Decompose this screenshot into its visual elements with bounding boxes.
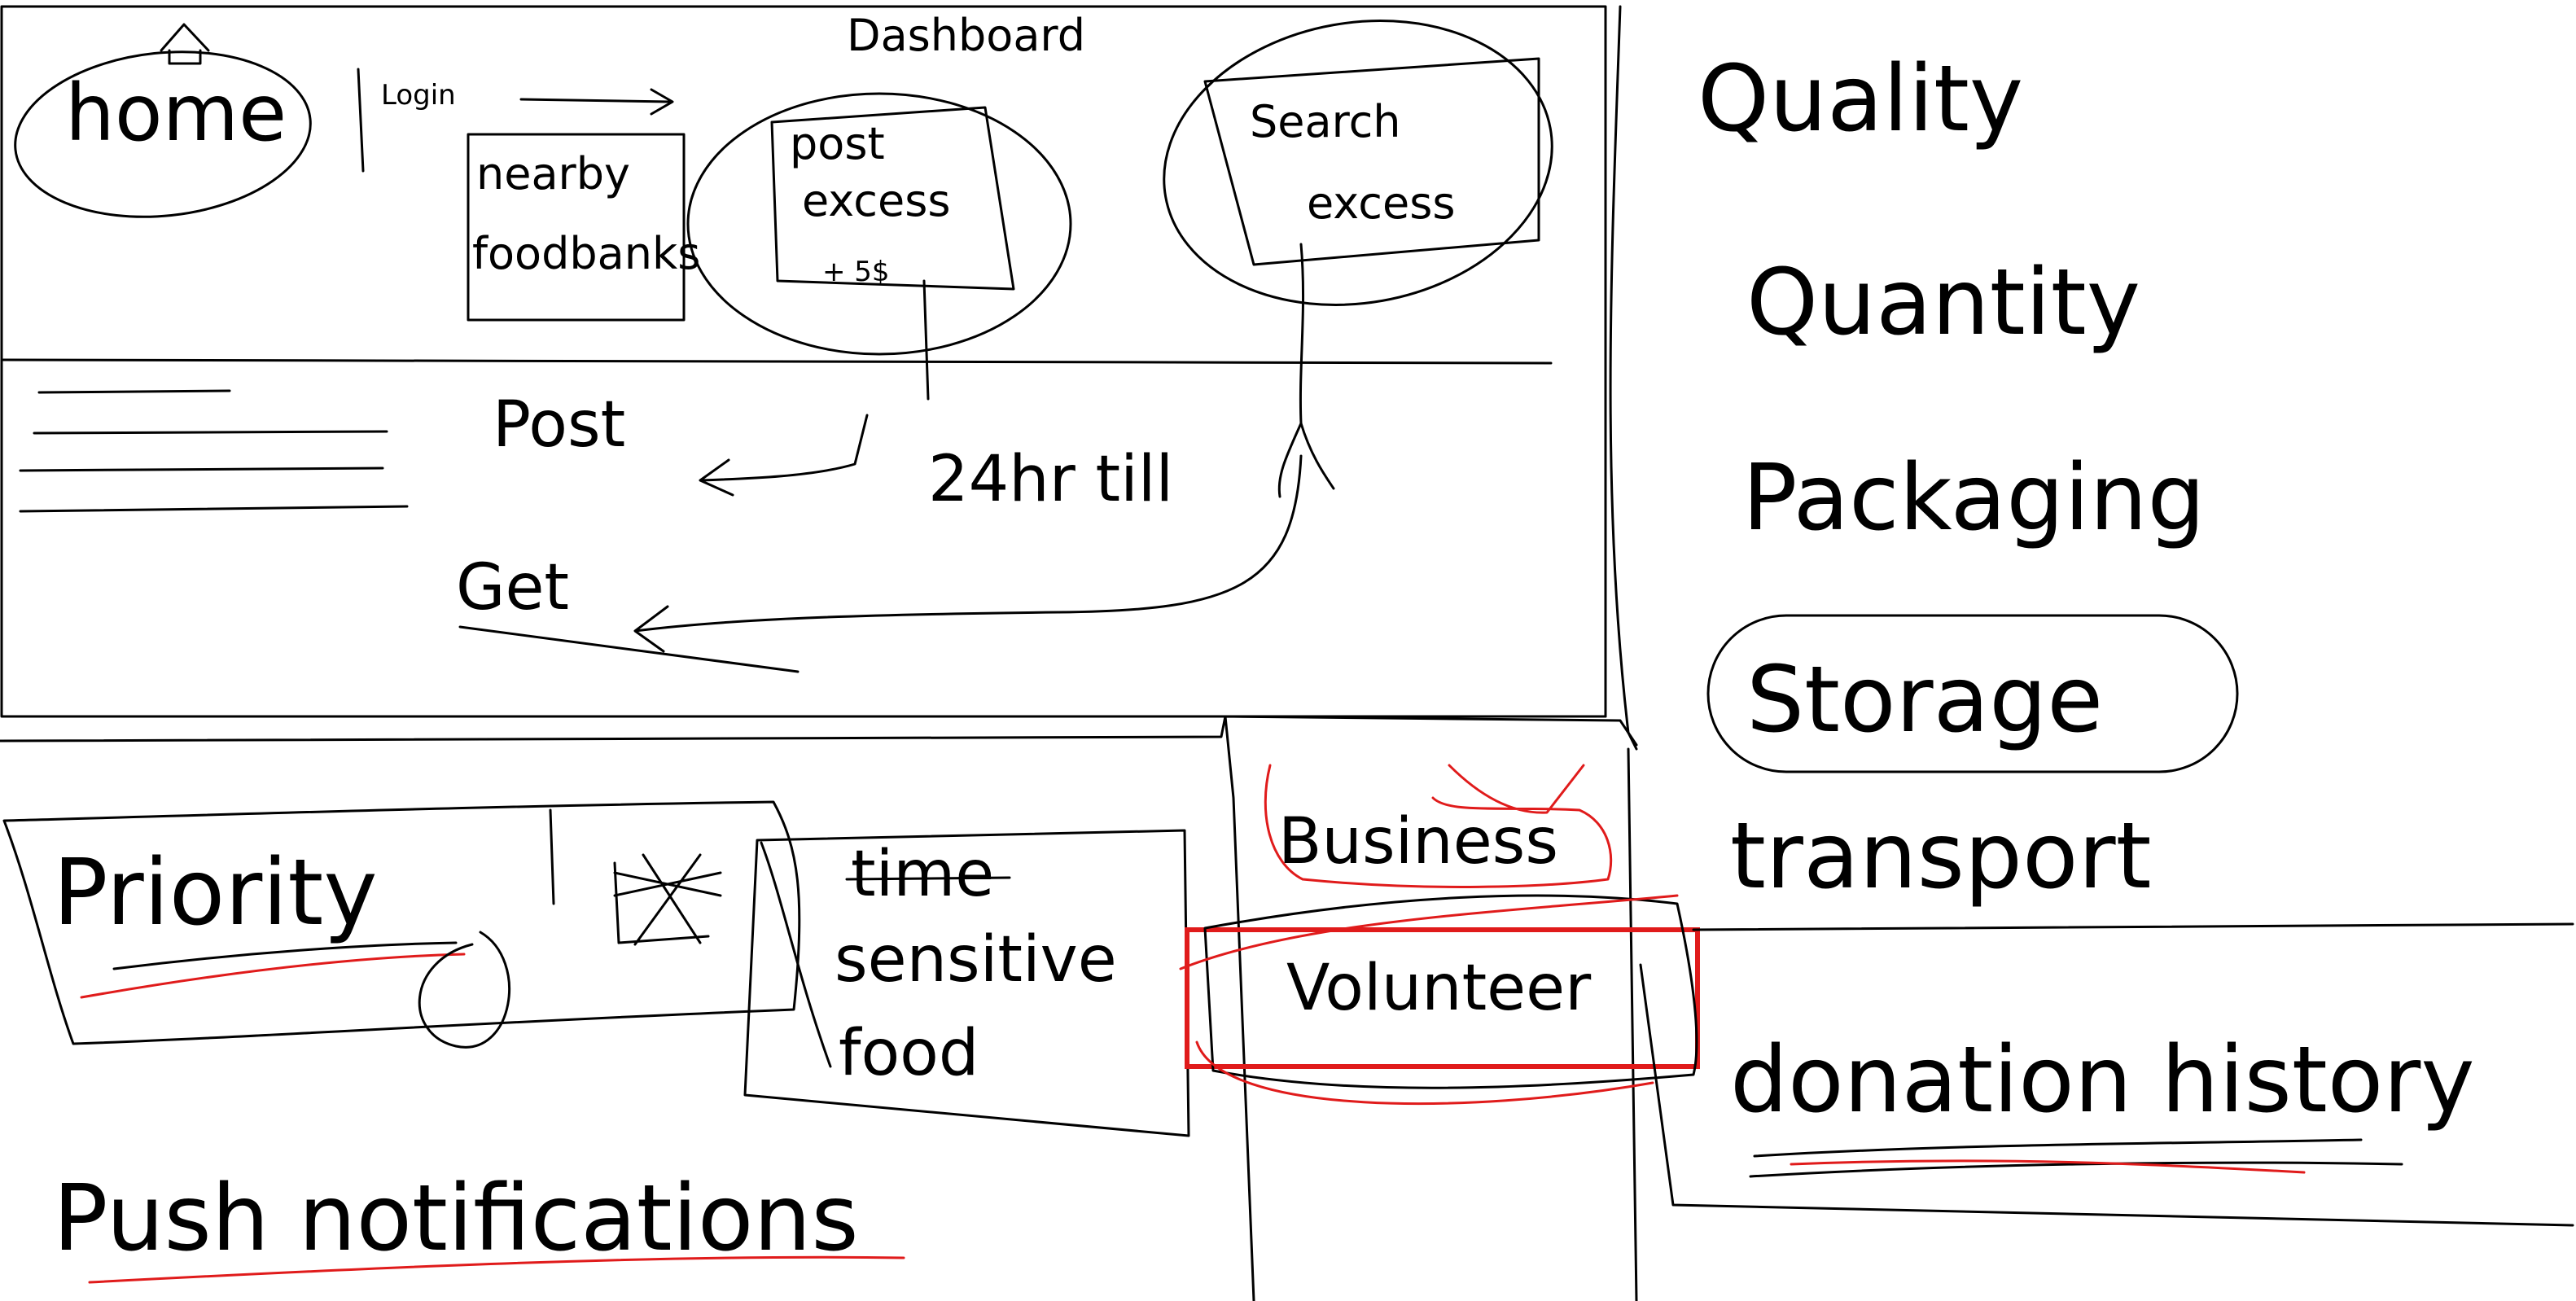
time-sensitive-line1: time — [851, 838, 994, 911]
list-line — [19, 467, 384, 472]
home-circle — [14, 50, 312, 218]
priority-separator — [549, 808, 555, 905]
search-excess-box — [1203, 57, 1540, 266]
get-label: Get — [456, 551, 569, 624]
search-connector-line — [1299, 243, 1305, 425]
time-sensitive-food-feature[interactable]: time sensitive food — [743, 829, 1190, 1137]
dashboard-title: Dashboard — [847, 10, 1085, 61]
volunteer-selection-box — [1185, 927, 1700, 1069]
post-connector-line — [922, 279, 930, 401]
criteria-item-storage: Storage — [1746, 647, 2103, 753]
star-icon — [613, 853, 722, 946]
search-excess-line2: excess — [1307, 177, 1455, 229]
storage-circle — [1706, 614, 2239, 773]
search-excess-button[interactable]: Search excess — [1141, 0, 1575, 335]
nearby-foodbanks-line2: foodbanks — [472, 228, 700, 279]
time-limit-label: 24hr till — [928, 443, 1173, 516]
search-excess-circle — [1163, 20, 1553, 306]
time-sensitive-line3: food — [839, 1017, 979, 1090]
search-arrowhead-icon — [1277, 422, 1335, 498]
priority-underline-red — [80, 953, 466, 999]
post-arrow-icon — [699, 414, 869, 497]
priority-feature[interactable]: Priority — [2, 800, 801, 1049]
dashboard-panel: Dashboard — [0, 5, 1638, 751]
business-circle — [1264, 764, 1613, 888]
login-nav[interactable]: Login — [357, 68, 456, 173]
priority-box — [2, 800, 801, 1045]
business-option[interactable]: Business — [1264, 764, 1613, 888]
nearby-foodbanks-button[interactable]: nearby foodbanks — [467, 133, 700, 322]
time-sensitive-strike — [845, 876, 1011, 881]
post-excess-line1: post — [790, 118, 885, 169]
storage-option[interactable]: Storage — [1706, 614, 2239, 773]
dashboard-right-edge — [1604, 5, 1638, 751]
list-line — [37, 389, 231, 394]
roles-column-right-edge — [1627, 747, 1638, 1301]
post-excess-box — [770, 106, 1015, 291]
priority-loop — [418, 931, 511, 1049]
business-label: Business — [1278, 805, 1558, 878]
priority-label: Priority — [53, 840, 378, 946]
login-label: Login — [381, 79, 456, 112]
volunteer-outline — [1203, 894, 1698, 1089]
post-excess-line3: + 5$ — [822, 256, 890, 288]
push-notifications-feature[interactable]: Push notifications — [53, 1166, 905, 1284]
search-excess-line1: Search — [1250, 96, 1401, 147]
lower-divider — [0, 715, 1638, 747]
donation-history-box — [1639, 922, 2574, 1227]
donation-history-underline-red — [1790, 1159, 2306, 1174]
criteria-panel: Quality Quantity Packaging Storage trans… — [1698, 46, 2239, 909]
time-sensitive-slash — [760, 841, 832, 1068]
post-excess-line2: excess — [802, 175, 950, 226]
priority-underline — [112, 941, 458, 970]
list-line — [33, 430, 388, 435]
roles-column-left-edge — [1224, 715, 1255, 1301]
volunteer-scribble — [1179, 894, 1679, 1106]
post-label: Post — [493, 388, 625, 462]
nearby-foodbanks-line1: nearby — [476, 148, 630, 199]
post-excess-circle — [686, 92, 1072, 356]
list-line — [19, 505, 409, 513]
list-placeholder — [19, 389, 409, 513]
donation-history-label: donation history — [1730, 1027, 2475, 1133]
home-icon — [160, 23, 210, 65]
criteria-item-quality: Quality — [1698, 46, 2023, 152]
criteria-item-quantity: Quantity — [1746, 250, 2140, 356]
get-arrow-icon — [633, 454, 1303, 653]
get-underline — [458, 625, 800, 673]
volunteer-label: Volunteer — [1286, 952, 1592, 1025]
arrow-right-icon — [519, 88, 674, 116]
push-notifications-label: Push notifications — [53, 1166, 859, 1272]
dashboard-divider — [2, 358, 1553, 365]
donation-history-underline — [1749, 1138, 2403, 1178]
push-notifications-underline — [88, 1255, 905, 1284]
criteria-item-transport: transport — [1730, 804, 2152, 909]
donation-history-section[interactable]: donation history — [1639, 922, 2574, 1227]
time-sensitive-line2: sensitive — [835, 923, 1117, 997]
home-nav[interactable]: home — [7, 23, 319, 230]
home-label: home — [65, 68, 287, 159]
post-excess-button[interactable]: post excess + 5$ — [686, 92, 1072, 356]
nearby-foodbanks-box — [467, 133, 686, 322]
time-sensitive-box — [743, 829, 1190, 1137]
login-separator — [357, 68, 365, 173]
criteria-item-packaging: Packaging — [1742, 445, 2206, 551]
volunteer-option[interactable]: Volunteer — [1179, 894, 1700, 1106]
